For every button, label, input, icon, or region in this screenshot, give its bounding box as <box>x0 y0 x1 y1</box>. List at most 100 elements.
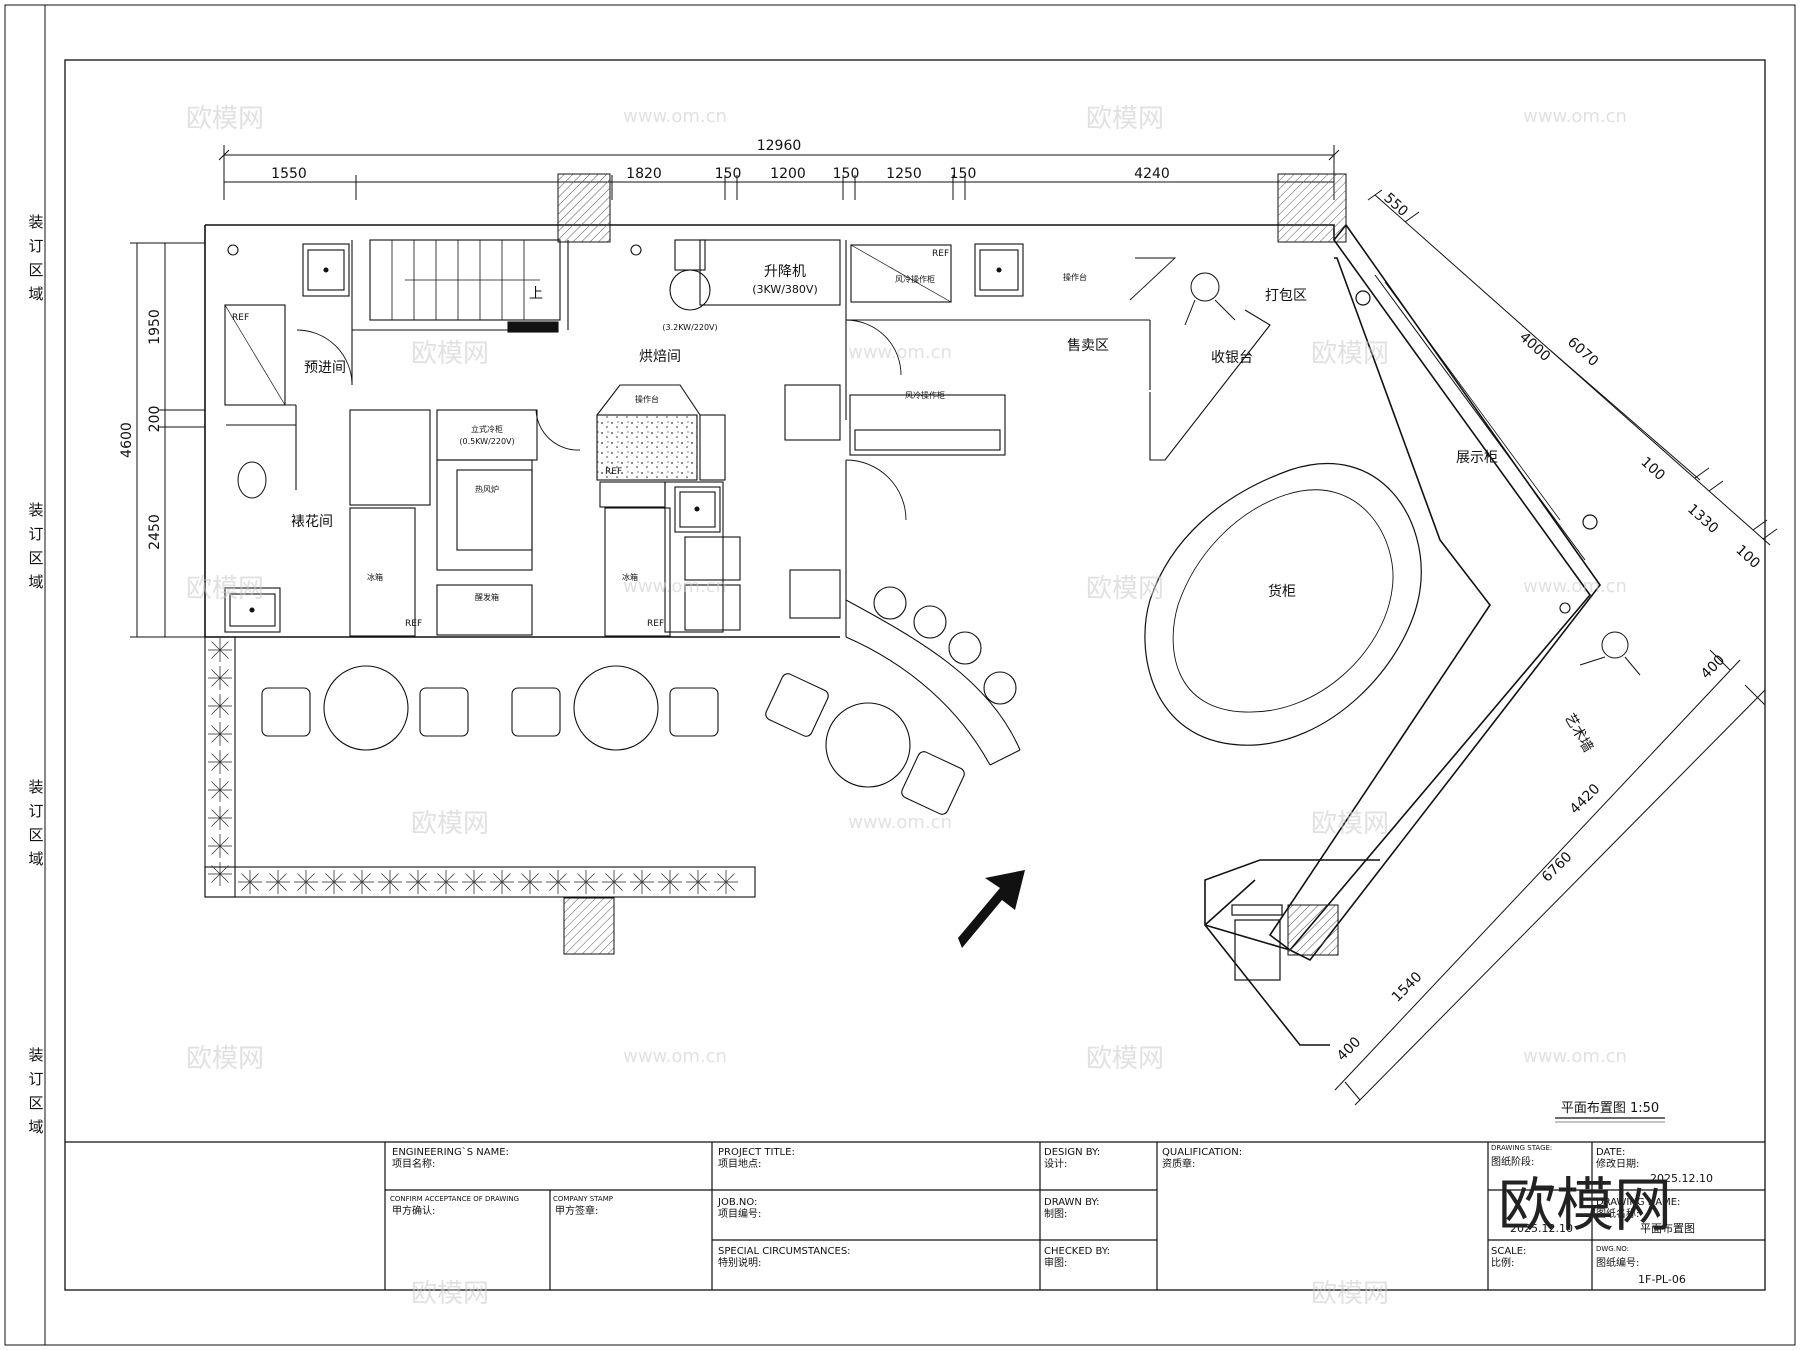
sales-area <box>1144 274 1598 981</box>
dim-top-6: 1250 <box>886 166 922 182</box>
svg-text:图纸阶段:: 图纸阶段: <box>1491 1155 1534 1168</box>
svg-text:www.om.cn: www.om.cn <box>1523 576 1627 597</box>
planter-shrubs <box>208 638 738 894</box>
svg-text:6070: 6070 <box>1564 334 1601 370</box>
shrub-symbol <box>322 870 346 894</box>
svg-text:REF: REF <box>405 619 422 629</box>
svg-text:风冷操作柜: 风冷操作柜 <box>895 274 935 284</box>
svg-text:www.om.cn: www.om.cn <box>1523 106 1627 127</box>
svg-text:DRAWING STAGE:: DRAWING STAGE: <box>1491 1144 1552 1152</box>
svg-text:装: 装 <box>28 778 43 796</box>
right-diagonal-dimensions: 550 4000 6070 100 1330 100 <box>1367 189 1778 572</box>
equipment-notes: 风冷操作柜 风冷操作柜 立式冷柜 热风炉 醒发箱 操作台 操作台 冰箱 冰箱 R… <box>232 249 1087 629</box>
shrub-symbol <box>208 666 232 690</box>
svg-text:订: 订 <box>28 525 43 543</box>
shrub-symbol <box>574 870 598 894</box>
label-lift: 升降机 <box>764 264 806 280</box>
svg-text:(3.2KW/220V): (3.2KW/220V) <box>662 323 717 332</box>
dim-top-3: 150 <box>715 166 742 182</box>
shrub-symbol <box>208 750 232 774</box>
svg-text:审图:: 审图: <box>1044 1256 1067 1269</box>
svg-text:欧模网: 欧模网 <box>1311 339 1389 369</box>
svg-text:图纸名称:: 图纸名称: <box>1596 1207 1639 1220</box>
round-table <box>825 702 911 788</box>
shrub-symbol <box>714 870 738 894</box>
dim-top-5: 150 <box>833 166 860 182</box>
label-lift-spec: (3KW/380V) <box>752 283 818 296</box>
svg-text:装: 装 <box>28 1046 43 1064</box>
dim-top-8: 4240 <box>1134 166 1170 182</box>
svg-text:DESIGN BY:: DESIGN BY: <box>1044 1147 1100 1158</box>
label-pre-entry: 预进间 <box>304 360 346 376</box>
svg-text:DRAWING NAME:: DRAWING NAME: <box>1596 1197 1680 1208</box>
stairs <box>369 239 561 321</box>
dim-left-2: 200 <box>147 406 163 433</box>
dining-area <box>204 586 1021 898</box>
svg-text:修改日期:: 修改日期: <box>1596 1157 1639 1170</box>
sheet-border-inner <box>64 59 1766 1291</box>
svg-text:DATE:: DATE: <box>1596 1147 1625 1158</box>
dim-left-1: 1950 <box>147 309 163 345</box>
svg-text:域: 域 <box>28 285 43 303</box>
entrance-arrow <box>958 870 1025 948</box>
shrub-symbol <box>630 870 654 894</box>
svg-text:100: 100 <box>1637 454 1668 484</box>
fridge <box>349 507 416 637</box>
svg-text:DWG.NO:: DWG.NO: <box>1596 1245 1629 1253</box>
svg-text:欧模网: 欧模网 <box>1086 574 1164 604</box>
svg-text:区: 区 <box>28 1094 43 1112</box>
fridge <box>604 507 671 637</box>
shrub-symbol <box>238 870 262 894</box>
svg-text:欧模网: 欧模网 <box>186 1044 264 1074</box>
svg-text:域: 域 <box>28 850 43 868</box>
svg-text:项目地点:: 项目地点: <box>718 1157 761 1170</box>
shrub-symbol <box>546 870 570 894</box>
svg-text:COMPANY STAMP: COMPANY STAMP <box>553 1195 613 1203</box>
binding-margin-labels: 装 订 区 域 装 订 区 域 装 订 区 域 装 订 区 域 <box>28 213 43 1136</box>
label-decorating-room: 裱花间 <box>291 514 333 530</box>
svg-text:平面布置图: 平面布置图 <box>1640 1222 1695 1235</box>
dim-top-4: 1200 <box>770 166 806 182</box>
binding-label-2: 装 订 区 域 <box>28 501 43 591</box>
label-stair-up: 上 <box>529 286 543 302</box>
svg-text:甲方签章:: 甲方签章: <box>555 1204 598 1217</box>
svg-text:DRAWN BY:: DRAWN BY: <box>1044 1197 1100 1208</box>
person-figure <box>1184 272 1641 676</box>
title-block-text: ENGINEERING`S NAME: 项目名称: CONFIRM ACCEPT… <box>390 1144 1713 1286</box>
shrub-symbol <box>378 870 402 894</box>
svg-text:区: 区 <box>28 261 43 279</box>
svg-text:1F-PL-06: 1F-PL-06 <box>1638 1273 1686 1286</box>
shrub-symbol <box>208 862 232 886</box>
svg-text:400: 400 <box>1334 1034 1364 1064</box>
dim-top-1: 1550 <box>271 166 307 182</box>
goods-cabinet <box>1144 463 1422 746</box>
svg-text:www.om.cn: www.om.cn <box>623 106 727 127</box>
label-packing-area: 打包区 <box>1265 287 1307 304</box>
binding-label-1: 装 订 区 域 <box>28 213 43 303</box>
svg-text:设计:: 设计: <box>1044 1157 1067 1170</box>
svg-text:欧模网: 欧模网 <box>186 104 264 134</box>
svg-text:JOB.NO:: JOB.NO: <box>717 1197 757 1208</box>
svg-text:制图:: 制图: <box>1044 1207 1067 1220</box>
svg-text:欧模网: 欧模网 <box>186 574 264 604</box>
label-baking-room: 烘焙间 <box>639 349 681 365</box>
svg-text:订: 订 <box>28 237 43 255</box>
dim-top-7: 150 <box>950 166 977 182</box>
svg-text:欧模网: 欧模网 <box>411 809 489 839</box>
svg-text:冰箱: 冰箱 <box>367 572 383 582</box>
svg-text:资质章:: 资质章: <box>1162 1157 1195 1170</box>
shrub-symbol <box>658 870 682 894</box>
shrub-symbol <box>208 638 232 662</box>
svg-text:区: 区 <box>28 826 43 844</box>
shrub-symbol <box>266 870 290 894</box>
svg-text:欧模网: 欧模网 <box>411 1279 489 1309</box>
watermarks: 欧模网 www.om.cn 欧模网 www.om.cn 欧模网 www.om.c… <box>186 104 1627 1309</box>
shrub-symbol <box>208 806 232 830</box>
shrub-symbol <box>406 870 430 894</box>
svg-text:甲方确认:: 甲方确认: <box>392 1204 435 1217</box>
svg-text:2025.12.10: 2025.12.10 <box>1650 1172 1713 1185</box>
svg-text:订: 订 <box>28 802 43 820</box>
sink-unit <box>302 243 350 297</box>
toilet <box>237 461 267 499</box>
